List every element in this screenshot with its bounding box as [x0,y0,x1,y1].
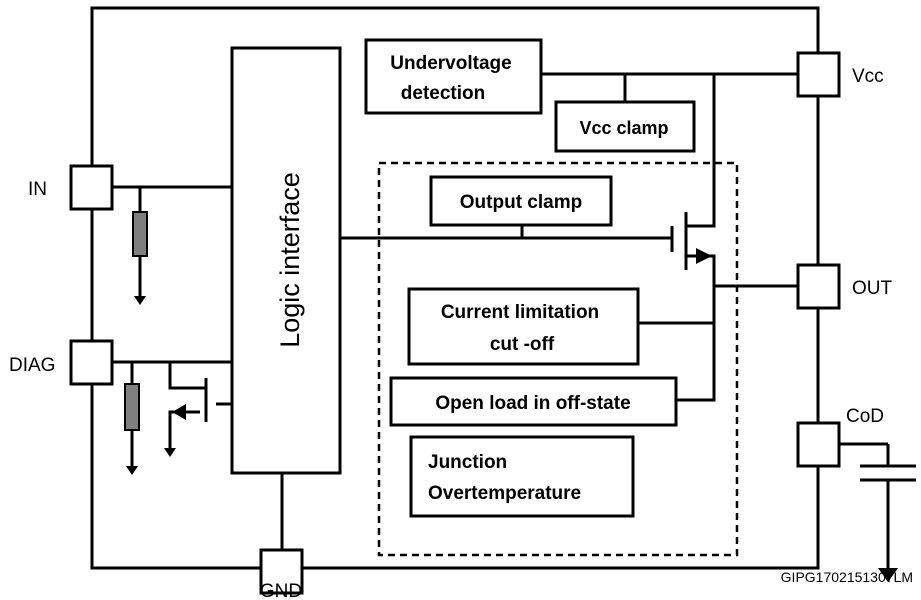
pin-gnd-label: GND [260,581,302,600]
pin-out-label: OUT [852,278,893,299]
power-mosfet-arrow [696,248,712,264]
open-load-label: Open load in off-state [435,393,630,414]
logic-interface-block [230,46,342,475]
pin-diag-label: DIAG [9,355,55,376]
current-limitation-label-line1: Current limitation [441,302,599,323]
undervoltage-label-line2: detection [401,83,485,104]
pin-vcc [796,51,841,98]
output-clamp-block [429,175,613,227]
pin-diag [69,339,114,386]
undervoltage-block [364,38,543,115]
diag-mosfet-ground-arrow [164,448,176,457]
pin-out [796,263,841,310]
wiring [112,72,916,568]
protection-region [377,161,739,557]
junction-overtemperature-block [409,435,635,518]
figure-code: GIPG1702151307LM [781,569,913,585]
current-limitation-block [407,287,640,366]
junction-label-line1: Junction [428,452,507,473]
pin-gnd [259,548,304,595]
output-clamp-label: Output clamp [460,192,582,213]
in-ground-arrow [134,296,146,305]
diag-mosfet-arrow [172,404,186,420]
current-limitation-label-line2: cut -off [490,334,555,355]
cod-ground-arrow [878,568,898,582]
diag-pulldown-resistor [124,383,140,431]
diag-ground-arrow [126,466,138,475]
pin-in-label: IN [28,179,47,200]
vcc-clamp-block [554,100,696,153]
pin-cod [796,421,841,468]
pin-in [69,164,114,211]
open-load-block [389,376,678,427]
pin-cod-label: CoD [846,406,884,427]
pin-vcc-label: Vcc [852,66,884,87]
vcc-clamp-label: Vcc clamp [579,118,668,138]
logic-interface-label: Logic interface [275,172,305,348]
in-pulldown-resistor [132,211,148,257]
undervoltage-label-line1: Undervoltage [390,53,511,74]
junction-label-line2: Overtemperature [428,483,581,504]
